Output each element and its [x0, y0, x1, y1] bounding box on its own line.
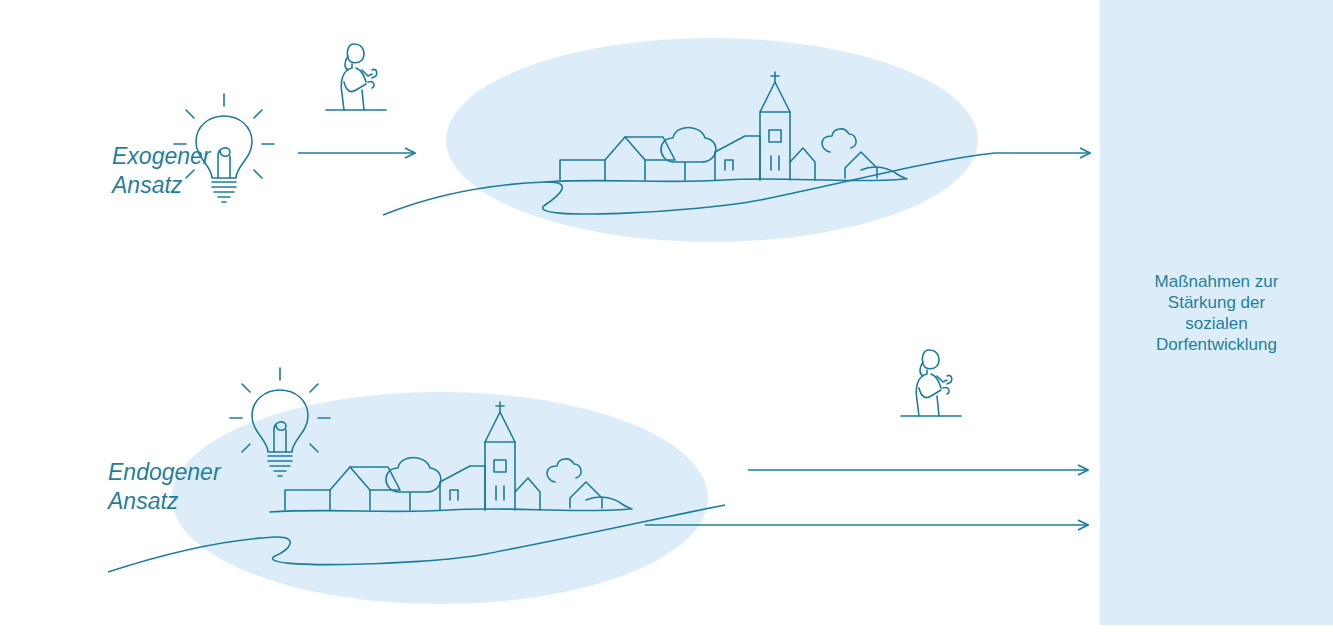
- result-box: Maßnahmen zur Stärkung der sozialen Dorf…: [1100, 0, 1333, 625]
- arrow: [995, 152, 1090, 154]
- person-symbol: [901, 350, 961, 416]
- approach-label: Endogener Ansatz: [108, 458, 228, 516]
- arrow: [298, 152, 415, 154]
- box-text: Maßnahmen zur Stärkung der sozialen Dorf…: [1150, 271, 1284, 355]
- flow-line: [108, 505, 725, 572]
- arrow: [748, 469, 1088, 471]
- village-area: [446, 38, 978, 242]
- approach-label: Exogener Ansatz: [112, 142, 222, 200]
- arrow: [645, 524, 1088, 526]
- flow-line: [383, 153, 995, 215]
- village-area: [172, 392, 708, 604]
- lightbulb-symbol: [230, 368, 330, 476]
- person-symbol: [326, 44, 386, 110]
- village-sketch: [545, 72, 907, 182]
